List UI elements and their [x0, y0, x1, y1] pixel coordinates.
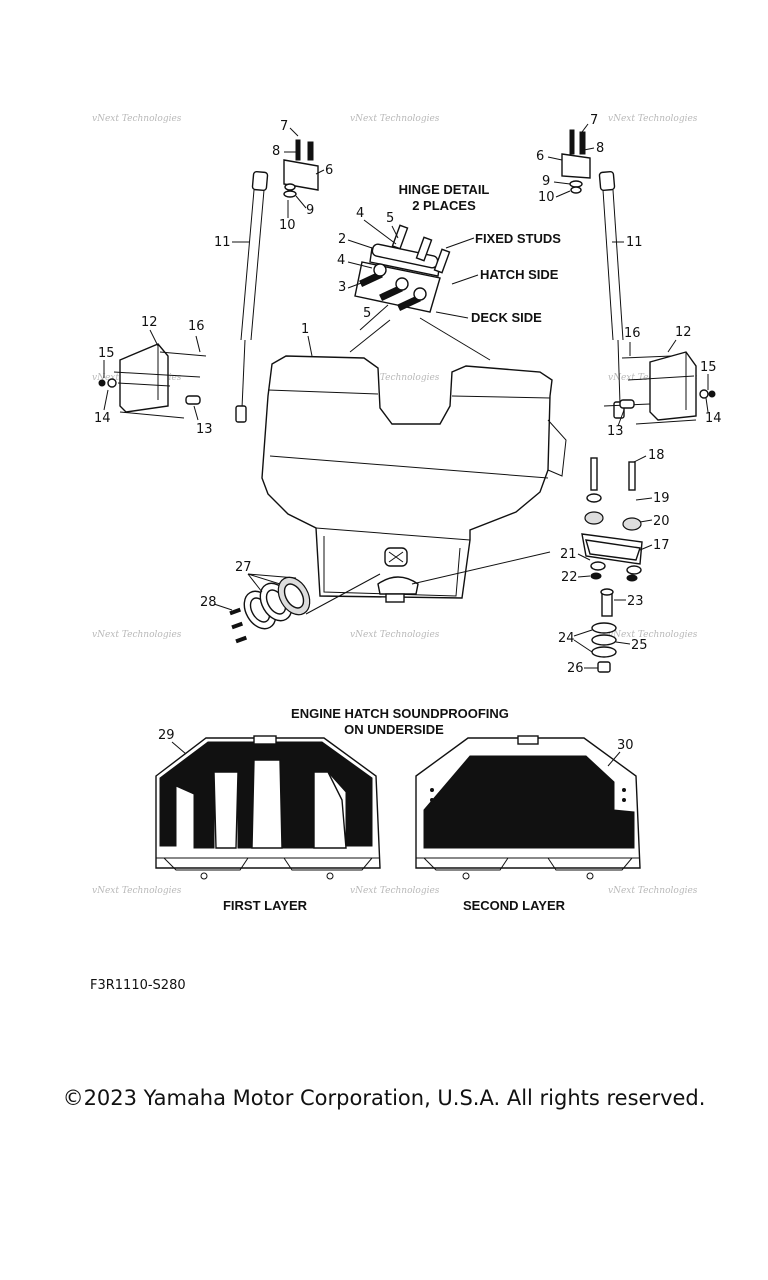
callout-11-right: 11	[626, 235, 643, 250]
left-strut	[235, 170, 269, 423]
watermark-7: vNext Technologies	[92, 630, 182, 640]
left-side-bracket	[98, 343, 207, 419]
hinge-assembly	[349, 224, 491, 361]
second-layer-label: SECOND LAYER	[463, 898, 566, 913]
watermark-3: vNext Technologies	[608, 114, 698, 124]
soundproofing-title-line1: ENGINE HATCH SOUNDPROOFING	[291, 706, 509, 721]
callout-24: 24	[558, 631, 575, 646]
callout-7-left: 7	[280, 119, 288, 134]
right-strut	[598, 170, 625, 419]
mount-hardware	[581, 457, 643, 673]
watermark-5: vNext Technologies	[350, 373, 440, 383]
callout-7-right: 7	[590, 113, 598, 128]
callout-14-left: 14	[94, 411, 111, 426]
callout-11-left: 11	[214, 235, 231, 250]
copyright-notice: ©2023 Yamaha Motor Corporation, U.S.A. A…	[62, 1086, 706, 1110]
vent-rings	[229, 576, 311, 644]
callout-27: 27	[235, 560, 252, 575]
callout-16-right: 16	[624, 326, 641, 341]
callout-23: 23	[627, 594, 644, 609]
callout-6-left: 6	[325, 163, 333, 178]
watermark-11: vNext Technologies	[350, 886, 440, 896]
callout-13-right: 13	[607, 424, 624, 439]
callout-4b: 4	[337, 253, 345, 268]
callout-30: 30	[617, 738, 634, 753]
callout-26: 26	[567, 661, 584, 676]
hinge-detail-label: HINGE DETAIL	[399, 182, 490, 197]
watermark-9: vNext Technologies	[608, 630, 698, 640]
callout-10-right: 10	[538, 190, 555, 205]
callout-14-right: 14	[705, 411, 722, 426]
right-upper-bracket	[561, 129, 591, 194]
callout-8-left: 8	[272, 144, 280, 159]
fixed-studs-label: FIXED STUDS	[475, 231, 561, 246]
first-layer-panel	[155, 735, 381, 880]
hatch-side-label: HATCH SIDE	[480, 267, 559, 282]
callout-9-right: 9	[542, 174, 550, 189]
engine-hatch	[261, 355, 567, 603]
callout-15-left: 15	[98, 346, 115, 361]
callout-20: 20	[653, 514, 670, 529]
left-upper-bracket	[283, 139, 319, 198]
callout-10-left: 10	[279, 218, 296, 233]
fixed-studs	[391, 224, 451, 274]
callout-12-left: 12	[141, 315, 158, 330]
callout-6-right: 6	[536, 149, 544, 164]
soundproofing-title-line2: ON UNDERSIDE	[344, 722, 444, 737]
watermark-1: vNext Technologies	[92, 114, 182, 124]
callout-28: 28	[200, 595, 217, 610]
watermark-12: vNext Technologies	[608, 886, 698, 896]
callout-1: 1	[301, 322, 309, 337]
callout-8-right: 8	[596, 141, 604, 156]
callout-16-left: 16	[188, 319, 205, 334]
diagram-code: F3R1110-S280	[90, 978, 186, 993]
hinge-places-label: 2 PLACES	[412, 198, 476, 213]
callout-13-left: 13	[196, 422, 213, 437]
right-side-bracket	[603, 351, 716, 425]
deck-side-label: DECK SIDE	[471, 310, 542, 325]
callout-19: 19	[653, 491, 670, 506]
callout-12-right: 12	[675, 325, 692, 340]
first-layer-label: FIRST LAYER	[223, 898, 308, 913]
watermark-10: vNext Technologies	[92, 886, 182, 896]
callout-4a: 4	[356, 206, 364, 221]
hinge-bolts	[359, 263, 427, 312]
callout-2: 2	[338, 232, 346, 247]
callout-5b: 5	[363, 306, 371, 321]
callout-18: 18	[648, 448, 665, 463]
callout-9-left: 9	[306, 203, 314, 218]
callout-29: 29	[158, 728, 175, 743]
callout-15-right: 15	[700, 360, 717, 375]
second-layer-panel	[415, 735, 641, 880]
watermark-8: vNext Technologies	[350, 630, 440, 640]
watermark-2: vNext Technologies	[350, 114, 440, 124]
callout-25: 25	[631, 638, 648, 653]
callout-3: 3	[338, 280, 346, 295]
callout-22: 22	[561, 570, 578, 585]
callout-21: 21	[560, 547, 577, 562]
callout-5a: 5	[386, 211, 394, 226]
callout-17: 17	[653, 538, 670, 553]
